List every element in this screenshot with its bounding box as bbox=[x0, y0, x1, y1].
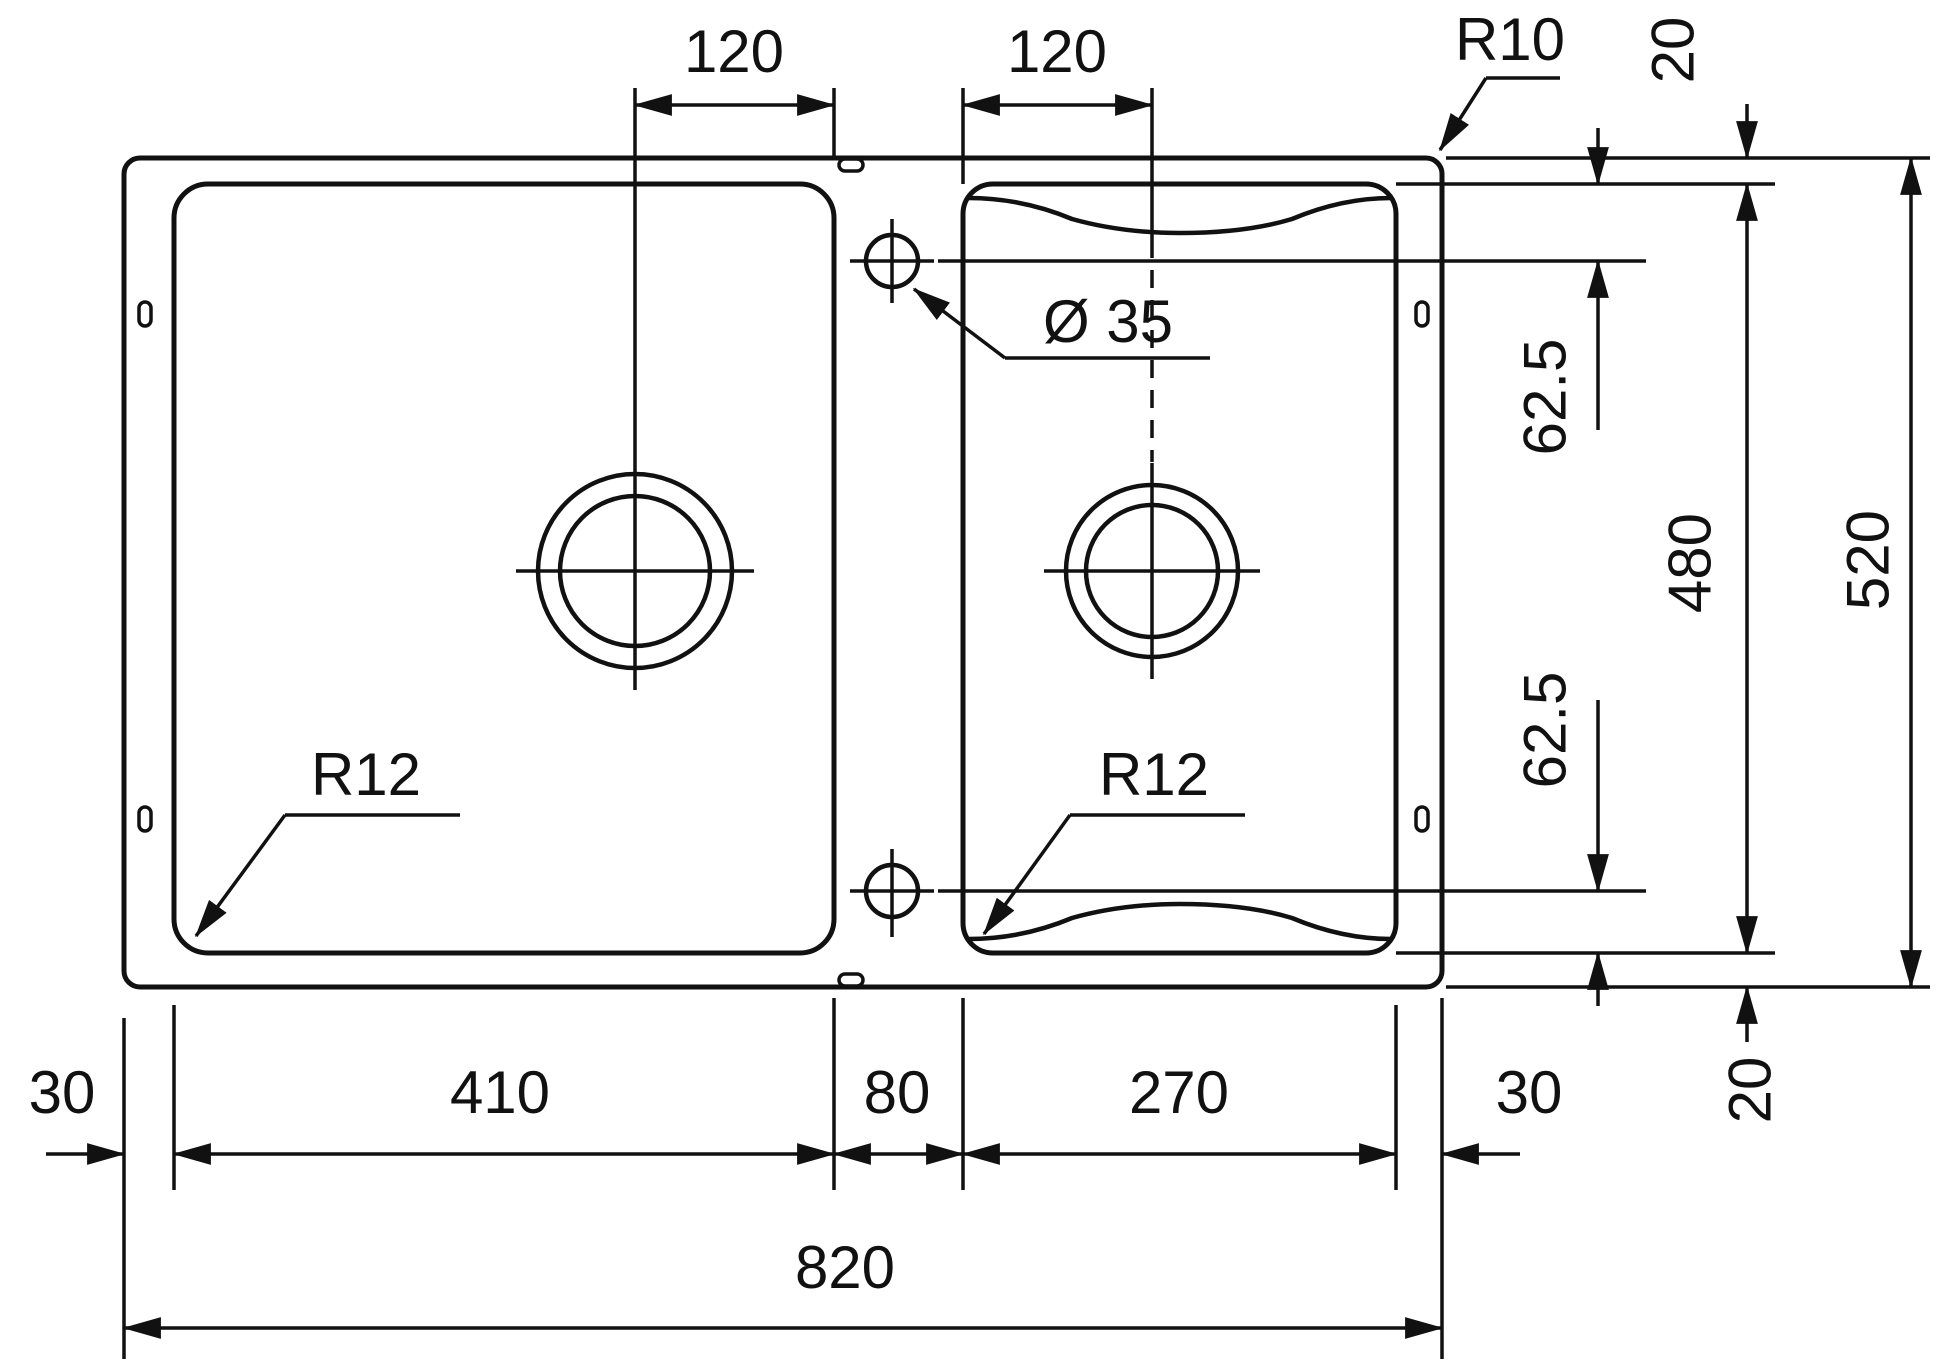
leader-arrow bbox=[982, 813, 1072, 936]
dim-270: 270 bbox=[961, 1059, 1398, 1165]
dim-20-bottom-label: 20 bbox=[1717, 1057, 1784, 1124]
left-bowl bbox=[171, 181, 837, 956]
right-drain bbox=[1044, 88, 1260, 679]
dim-30-right-label: 30 bbox=[1496, 1059, 1563, 1126]
dim-30-right: 30 bbox=[1440, 1059, 1563, 1165]
left-bowl-outline bbox=[171, 181, 837, 956]
dim-20-top: 20 bbox=[1640, 17, 1758, 160]
tap-hole-top bbox=[850, 219, 934, 303]
right-bowl-contour-bottom bbox=[967, 901, 1392, 942]
dim-820: 820 bbox=[122, 1234, 1444, 1339]
mounting-slot-bottom-center bbox=[837, 972, 865, 988]
dim-520-label: 520 bbox=[1835, 510, 1902, 610]
right-bowl-contour-top bbox=[967, 195, 1392, 236]
leader-arrow bbox=[194, 813, 287, 938]
right-bowl bbox=[960, 181, 1399, 956]
mounting-slot-top-center bbox=[837, 157, 865, 173]
dim-62-5-upper-label: 62.5 bbox=[1512, 339, 1579, 456]
label-dia-35: Ø 35 bbox=[912, 287, 1210, 360]
r12-right-label: R12 bbox=[1099, 741, 1209, 808]
label-r12-left: R12 bbox=[194, 741, 460, 938]
label-r12-right: R12 bbox=[982, 741, 1245, 936]
mounting-slot-left-bottom bbox=[137, 805, 153, 833]
dim-120-left: 120 bbox=[633, 18, 836, 116]
dim-62-5-lower-label: 62.5 bbox=[1512, 672, 1579, 789]
extension-lines bbox=[122, 88, 1930, 1359]
dim-480: 480 bbox=[1657, 182, 1758, 955]
dia-35-label: Ø 35 bbox=[1043, 288, 1173, 355]
mounting-slot-right-bottom bbox=[1414, 805, 1430, 833]
r12-left-label: R12 bbox=[311, 741, 421, 808]
dim-80: 80 bbox=[832, 1059, 965, 1165]
leader-arrow bbox=[912, 287, 1007, 360]
dim-480-label: 480 bbox=[1657, 513, 1724, 613]
dim-410: 410 bbox=[172, 1059, 836, 1165]
dim-30-left: 30 bbox=[29, 1059, 126, 1165]
dim-30-left-label: 30 bbox=[29, 1059, 96, 1126]
dim-20-top-label: 20 bbox=[1640, 17, 1707, 84]
dim-120-right: 120 bbox=[961, 18, 1154, 116]
dim-520: 520 bbox=[1835, 156, 1922, 989]
dim-80-label: 80 bbox=[864, 1059, 931, 1126]
leader-arrow bbox=[1438, 77, 1488, 152]
dim-62-5-upper: 62.5 bbox=[1512, 128, 1609, 456]
dim-270-label: 270 bbox=[1129, 1059, 1229, 1126]
tap-hole-bottom bbox=[850, 849, 934, 937]
sink-outer-edge bbox=[121, 155, 1445, 990]
right-bowl-outline bbox=[960, 181, 1399, 956]
label-r10: R10 bbox=[1438, 6, 1565, 152]
dim-410-label: 410 bbox=[450, 1059, 550, 1126]
dim-62-5-lower: 62.5 bbox=[1512, 672, 1609, 1006]
dim-20-bottom: 20 bbox=[1717, 985, 1784, 1124]
sink-outline bbox=[121, 155, 1445, 990]
dim-120-left-label: 120 bbox=[684, 18, 784, 85]
mounting-slot-left-top bbox=[137, 300, 153, 328]
dim-120-right-label: 120 bbox=[1007, 18, 1107, 85]
dim-820-label: 820 bbox=[795, 1234, 895, 1301]
mounting-slot-right-top bbox=[1414, 300, 1430, 328]
left-drain bbox=[516, 88, 754, 690]
r10-label: R10 bbox=[1455, 6, 1565, 73]
